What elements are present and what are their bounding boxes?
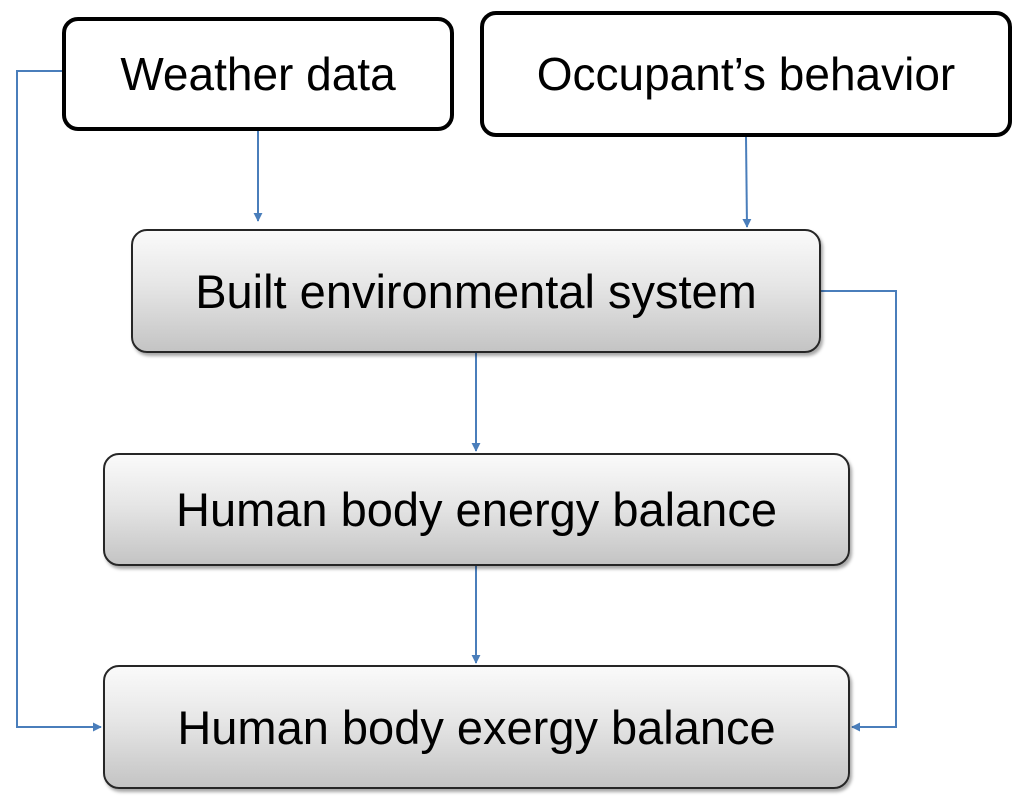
human-body-exergy-balance-label: Human body exergy balance: [177, 700, 776, 754]
weather-data-box: Weather data: [62, 17, 454, 131]
human-body-energy-balance-box: Human body energy balance: [103, 453, 850, 566]
weather-data-label: Weather data: [120, 48, 396, 100]
occupant-behavior-box: Occupant’s behavior: [480, 11, 1012, 137]
arrow-built-to-exergy: [821, 290, 897, 732]
human-body-energy-balance-label: Human body energy balance: [176, 483, 777, 536]
arrow-weather-to-exergy: [16, 70, 102, 732]
occupant-behavior-label: Occupant’s behavior: [536, 48, 956, 100]
built-environmental-system-box: Built environmental system: [131, 229, 821, 353]
human-body-exergy-balance-box: Human body exergy balance: [103, 665, 850, 789]
arrow-occupant-to-built: [742, 136, 752, 228]
built-environmental-system-label: Built environmental system: [195, 264, 757, 318]
